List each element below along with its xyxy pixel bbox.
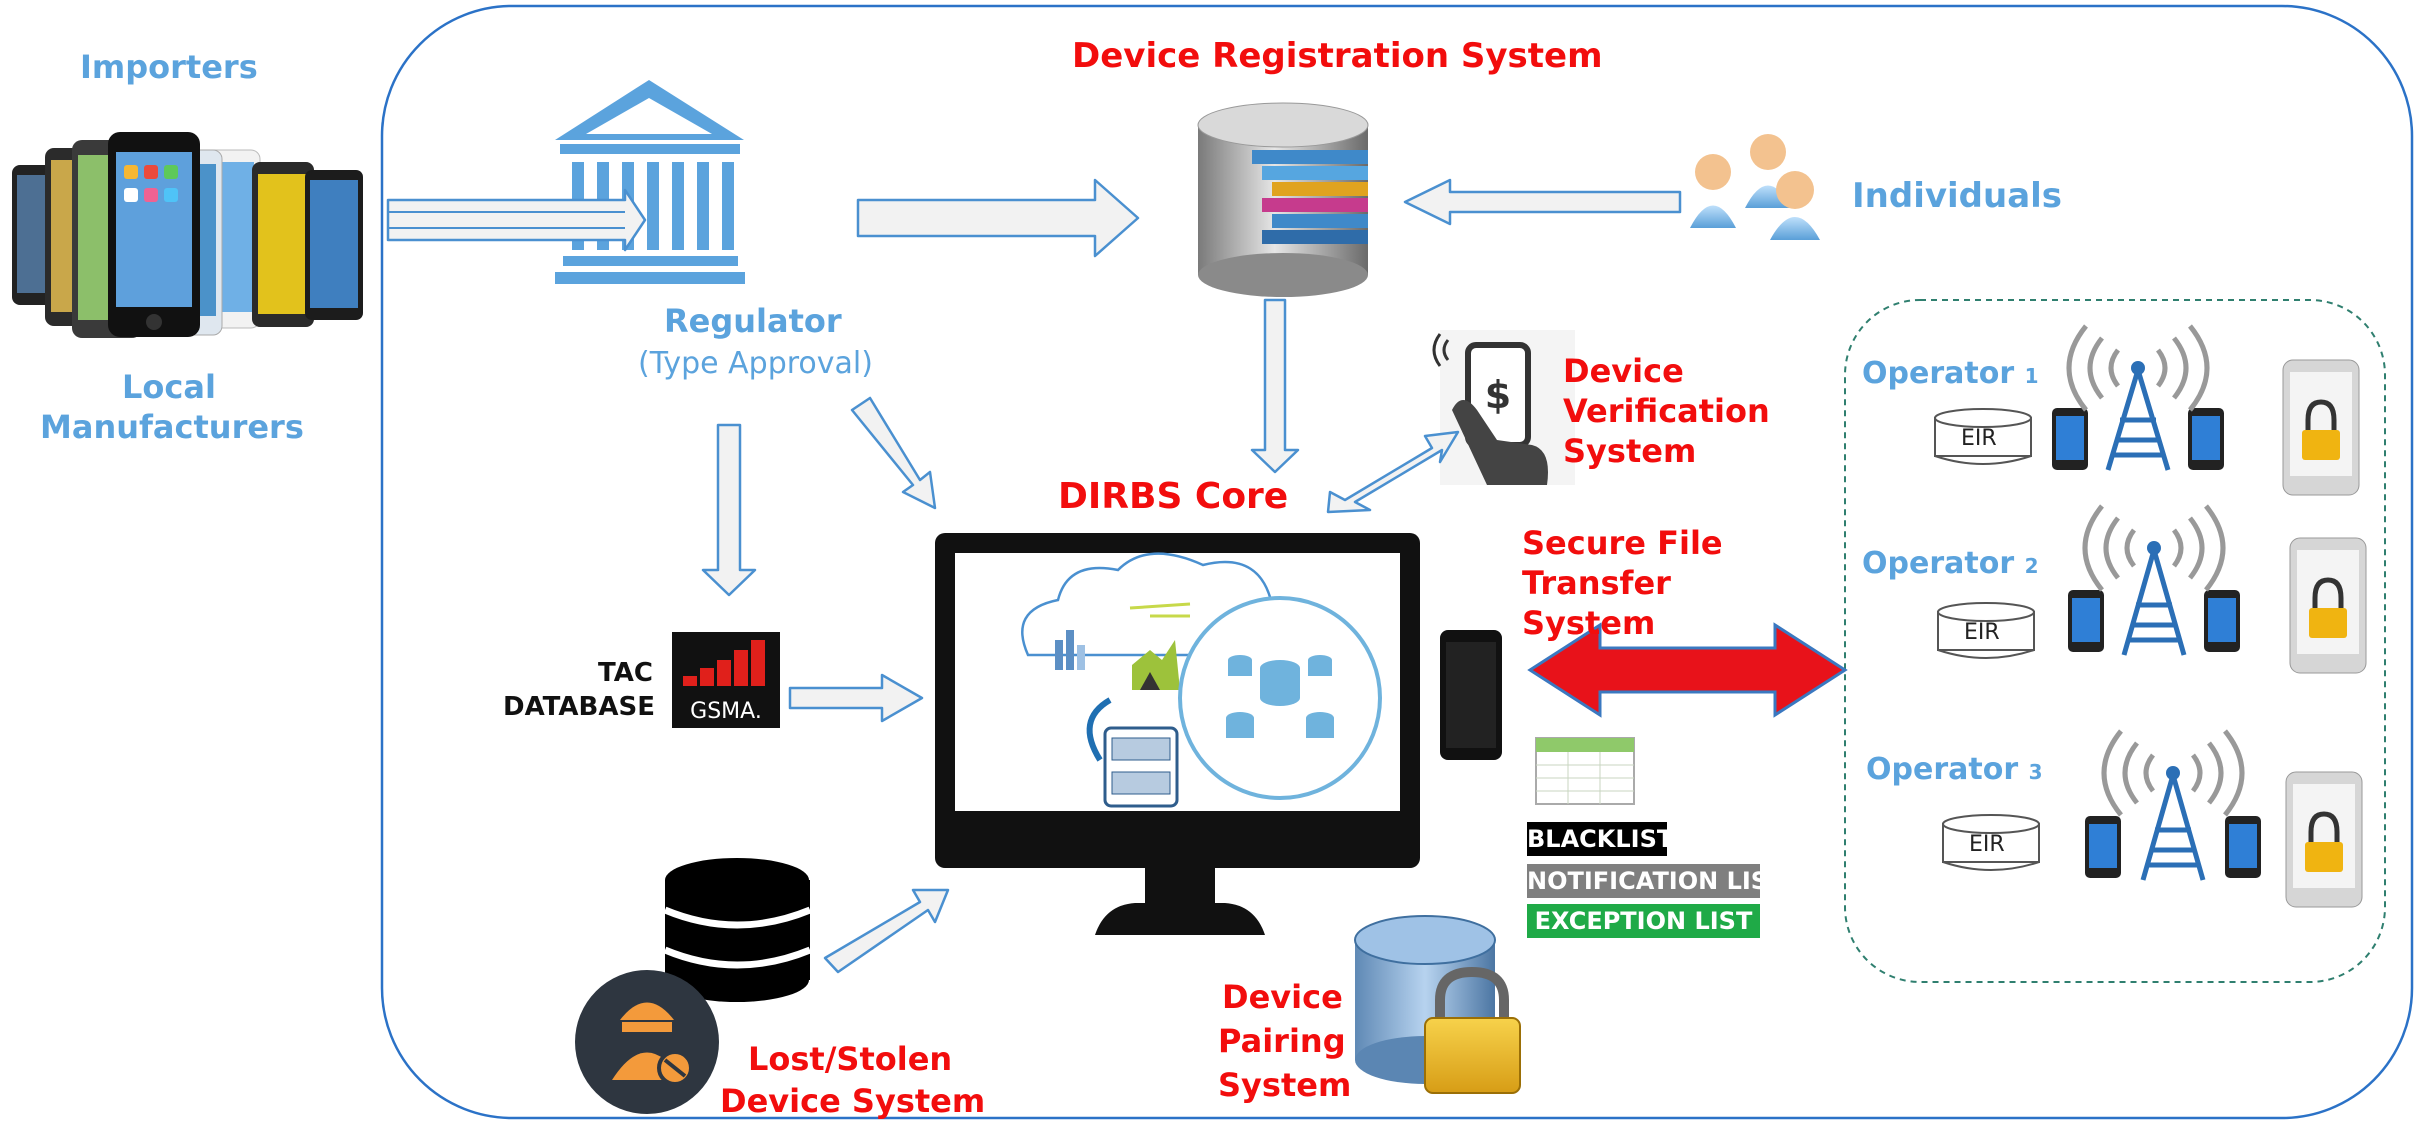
- dps-label-line-2: Pairing: [1218, 1022, 1346, 1060]
- operator-3-label: Operator 3: [1866, 752, 2042, 787]
- lost-stolen-database-icon: [663, 858, 812, 1002]
- pairing-database-lock-icon: [1354, 915, 1521, 1094]
- lost-stolen-label-line-1: Lost/Stolen: [748, 1040, 953, 1078]
- operator-3-group: [1942, 729, 2363, 908]
- drs-label: Device Registration System: [1072, 36, 1603, 76]
- individuals-label: Individuals: [1852, 176, 2063, 216]
- dirbs-core-monitor: [935, 533, 1420, 935]
- cell-tower-icon: [2105, 369, 2171, 471]
- arrow-individuals-to-drs: [1403, 178, 1682, 226]
- dirbs-core-label: DIRBS Core: [1058, 476, 1289, 517]
- phones-image: [12, 132, 363, 338]
- arrow-importers-to-regulator: [386, 188, 647, 252]
- lost-stolen-label-line-2: Device System: [720, 1082, 986, 1120]
- spreadsheet-icon: [1535, 737, 1635, 805]
- operator-1-group: [1934, 324, 2360, 496]
- operator-3-name: Operator: [1866, 752, 2019, 787]
- database-icon: [1197, 102, 1369, 297]
- importers-label: Importers: [80, 48, 258, 86]
- sfts-label-line-1: Secure File: [1522, 524, 1723, 562]
- operator-3-number: 3: [2028, 760, 2043, 784]
- eir-2-label: EIR: [1964, 620, 2000, 645]
- svg-text:$: $: [1485, 373, 1511, 417]
- thief-block-icon: [575, 970, 719, 1114]
- exception-list-tag: EXCEPTION LIST: [1527, 904, 1760, 938]
- operator-1-number: 1: [2024, 364, 2039, 388]
- tac-label-line-1: TAC: [598, 658, 653, 688]
- sfts-label-line-3: System: [1522, 604, 1656, 642]
- system-boundary: [380, 4, 2414, 1120]
- gsma-logo: GSMA.: [672, 632, 780, 728]
- individuals-people-icon: [1690, 134, 1820, 240]
- dps-label-line-1: Device: [1222, 978, 1343, 1016]
- arrow-drs-to-core: [1250, 298, 1300, 474]
- sfts-label-line-2: Transfer: [1522, 564, 1671, 602]
- arrow-core-dvs-bidirectional: [1326, 430, 1460, 514]
- secure-transfer-arrow: [1527, 622, 1848, 718]
- operator-2-number: 2: [2024, 554, 2039, 578]
- arrow-regulator-to-tac: [701, 423, 757, 597]
- tac-label-line-2: DATABASE: [503, 692, 655, 722]
- blacklist-tag: BLACKLIST: [1527, 822, 1673, 856]
- cell-tower-icon: [2140, 774, 2206, 881]
- eir-3-label: EIR: [1969, 832, 2005, 857]
- regulator-building-icon: [555, 80, 745, 284]
- manufacturers-label: Manufacturers: [40, 408, 304, 446]
- operators-boundary: [1844, 299, 2386, 983]
- notification-list-tag: NOTIFICATION LIST: [1527, 864, 1784, 898]
- dvs-label-line-1: Device: [1563, 352, 1684, 390]
- operator-2-name: Operator: [1862, 546, 2015, 581]
- arrow-tac-to-core: [788, 673, 924, 723]
- dvs-label-line-2: Verification: [1563, 392, 1770, 430]
- dvs-label-line-3: System: [1563, 432, 1697, 470]
- dps-label-line-3: System: [1218, 1066, 1352, 1104]
- gsma-logo-text: GSMA.: [690, 699, 762, 724]
- arrow-regulator-to-drs: [856, 178, 1140, 258]
- arrow-lost-stolen-to-core: [823, 888, 950, 974]
- operator-1-label: Operator 1: [1862, 356, 2038, 391]
- type-approval-label: (Type Approval): [638, 346, 873, 381]
- local-label: Local: [122, 368, 216, 406]
- regulator-label: Regulator: [664, 302, 842, 340]
- operator-1-name: Operator: [1862, 356, 2015, 391]
- arrow-regulator-to-core: [850, 396, 937, 510]
- verification-phone-icon: $: [1432, 330, 1575, 485]
- operator-2-group: [1937, 504, 2367, 674]
- cell-tower-icon: [2121, 549, 2187, 656]
- flow-arrows: [386, 178, 1682, 974]
- operator-2-label: Operator 2: [1862, 546, 2038, 581]
- eir-1-label: EIR: [1961, 426, 1997, 451]
